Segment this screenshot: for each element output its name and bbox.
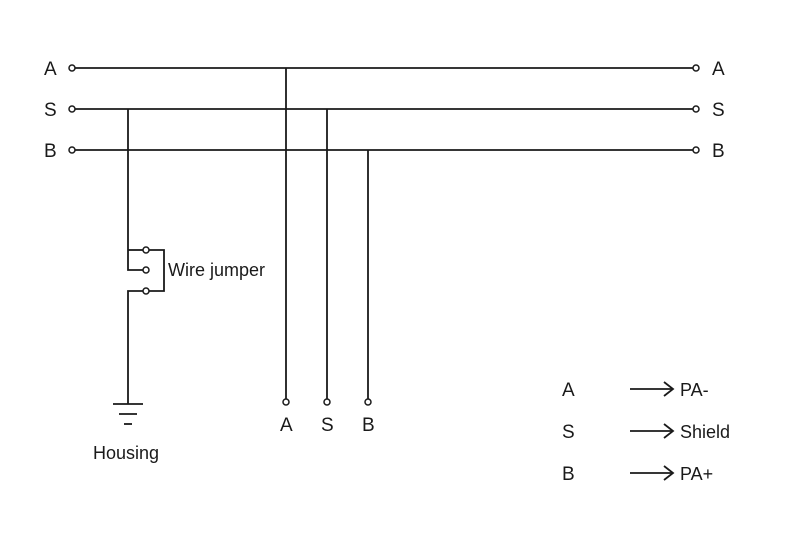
line-label-right-s: S [712, 100, 725, 121]
drop-label-a: A [280, 415, 293, 436]
bus-line-b [68, 146, 700, 154]
terminal-left-a [68, 64, 76, 72]
drop-b [364, 150, 372, 406]
shield-ground-path [113, 109, 165, 425]
arrow-right-icon [630, 465, 675, 481]
ground-icon [113, 403, 143, 425]
bus-line-s [68, 105, 700, 113]
terminal-right-a [692, 64, 700, 72]
wire-jumper-label: Wire jumper [168, 260, 265, 280]
jumper-terminal-3 [142, 287, 150, 295]
arrow-right-icon [630, 381, 675, 397]
drop-terminal-b [364, 398, 372, 406]
terminal-right-b [692, 146, 700, 154]
legend-row-s: S Shield [562, 422, 730, 443]
legend-value-b: PA+ [680, 464, 713, 484]
legend: A PA- S Shield B PA+ [562, 380, 730, 485]
line-label-left-b: B [44, 141, 57, 162]
bus-line-a [68, 64, 700, 72]
drop-s [323, 109, 331, 406]
line-label-left-a: A [44, 59, 57, 80]
drop-terminal-s [323, 398, 331, 406]
drop-a [282, 68, 290, 406]
terminal-left-b [68, 146, 76, 154]
drop-label-b: B [362, 415, 375, 436]
legend-row-a: A PA- [562, 380, 709, 401]
legend-value-a: PA- [680, 380, 709, 400]
terminal-left-s [68, 105, 76, 113]
legend-row-b: B PA+ [562, 464, 713, 485]
line-label-left-s: S [44, 100, 57, 121]
arrow-right-icon [630, 423, 675, 439]
legend-value-s: Shield [680, 422, 730, 442]
legend-key-s: S [562, 422, 575, 443]
drop-terminal-a [282, 398, 290, 406]
jumper-terminal-1 [142, 246, 150, 254]
wire-jumper [149, 249, 165, 292]
line-label-right-a: A [712, 59, 725, 80]
legend-key-b: B [562, 464, 575, 485]
legend-key-a: A [562, 380, 575, 401]
jumper-terminal-2 [142, 266, 150, 274]
terminal-right-s [692, 105, 700, 113]
drop-label-s: S [321, 415, 334, 436]
housing-label: Housing [93, 443, 159, 463]
line-label-right-b: B [712, 141, 725, 162]
